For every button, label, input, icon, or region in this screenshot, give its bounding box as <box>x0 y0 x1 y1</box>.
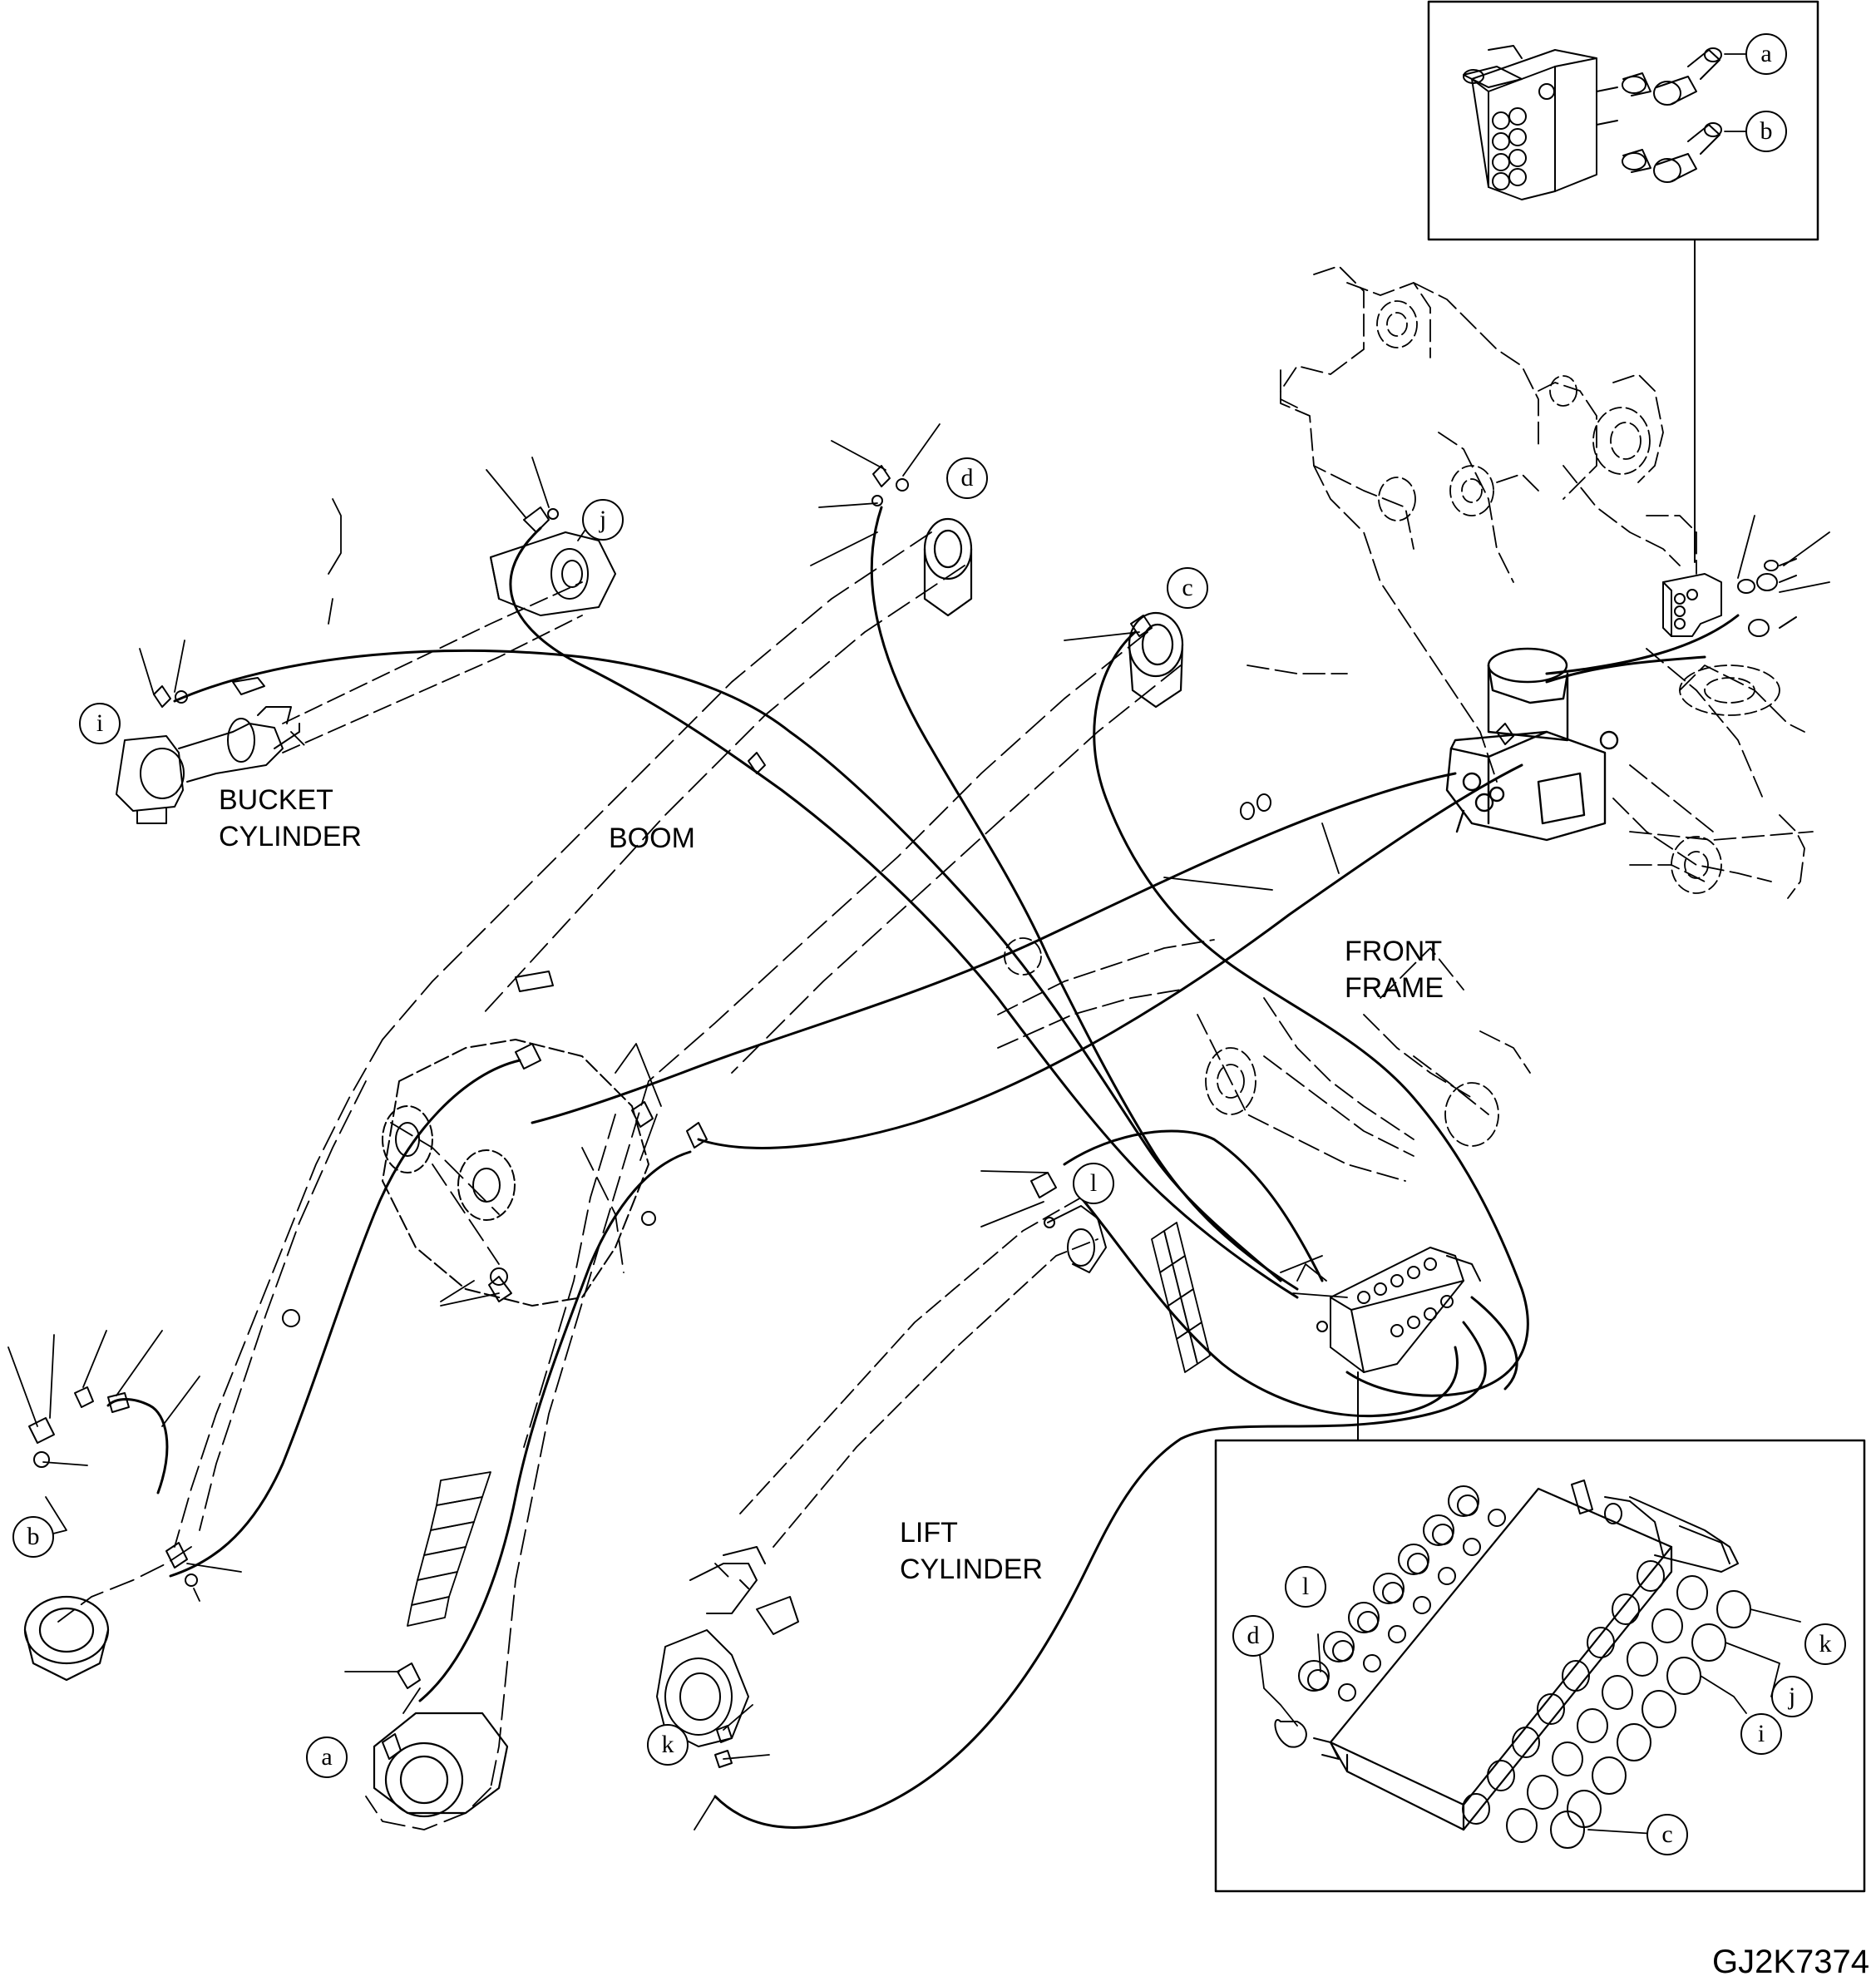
boom-pin-bosses <box>23 517 1184 1818</box>
bottom-inset-right-fittings <box>1462 1560 1751 1849</box>
leader-lines <box>7 423 1348 1830</box>
callout-inset-c: c <box>1646 1814 1688 1855</box>
callout-bucket-i: i <box>79 703 121 744</box>
grease-lines <box>106 506 1740 1829</box>
line-fittings <box>28 465 1514 1768</box>
frame-distribution-block <box>1662 558 1797 637</box>
callout-inset-d: d <box>1232 1615 1274 1657</box>
callout-boom-d: d <box>946 457 988 499</box>
callout-boom-c: c <box>1167 567 1208 609</box>
bottom-inset-left-fittings <box>1274 1480 1739 1760</box>
drawing-id: GJ2K7374 <box>1711 1944 1869 1980</box>
callout-inset-k: k <box>1804 1623 1846 1665</box>
bottom-inset-frame <box>1214 1439 1866 1893</box>
bucket-cylinder-outline <box>116 531 616 824</box>
decal-strip-boom <box>407 1471 491 1627</box>
bottom-inset-callout-leaders <box>1259 1608 1801 1835</box>
callout-left-b: b <box>12 1516 54 1558</box>
decal-strip-frame <box>1151 1222 1211 1373</box>
boom-label: BOOM <box>609 823 695 854</box>
top-inset-valve-block <box>1463 45 1597 200</box>
boom-cross-tube <box>382 1039 649 1307</box>
lift-cylinder-outline <box>656 1197 1107 1747</box>
front-frame-outline <box>997 265 1814 1182</box>
front-frame-label: FRONT FRAME <box>1345 936 1444 1004</box>
callout-top-inset-a: a <box>1745 33 1787 75</box>
lube-pump <box>1445 647 1619 842</box>
callout-inset-i: i <box>1740 1713 1782 1755</box>
main-distribution-block <box>1316 1247 1481 1373</box>
callout-top-inset-b: b <box>1745 111 1787 152</box>
callout-inset-l: l <box>1285 1566 1326 1608</box>
boom-outline <box>57 531 1182 1830</box>
callout-lift-k: k <box>647 1724 689 1766</box>
bottom-inset-block <box>1329 1487 1673 1831</box>
top-inset-fittings <box>1596 47 1722 183</box>
top-inset-frame <box>1427 0 1819 241</box>
frame-distribution-leaders <box>1737 515 1830 593</box>
bucket-cylinder-label: BUCKET CYLINDER <box>219 784 362 852</box>
callout-inset-j: j <box>1771 1676 1813 1717</box>
front-frame-bosses <box>1004 300 1780 1147</box>
callout-bottom-a: a <box>306 1737 348 1778</box>
lift-cylinder-label: LIFT CYLINDER <box>900 1517 1043 1585</box>
callout-lift-l: l <box>1073 1163 1114 1204</box>
callout-bucket-j: j <box>582 499 624 541</box>
